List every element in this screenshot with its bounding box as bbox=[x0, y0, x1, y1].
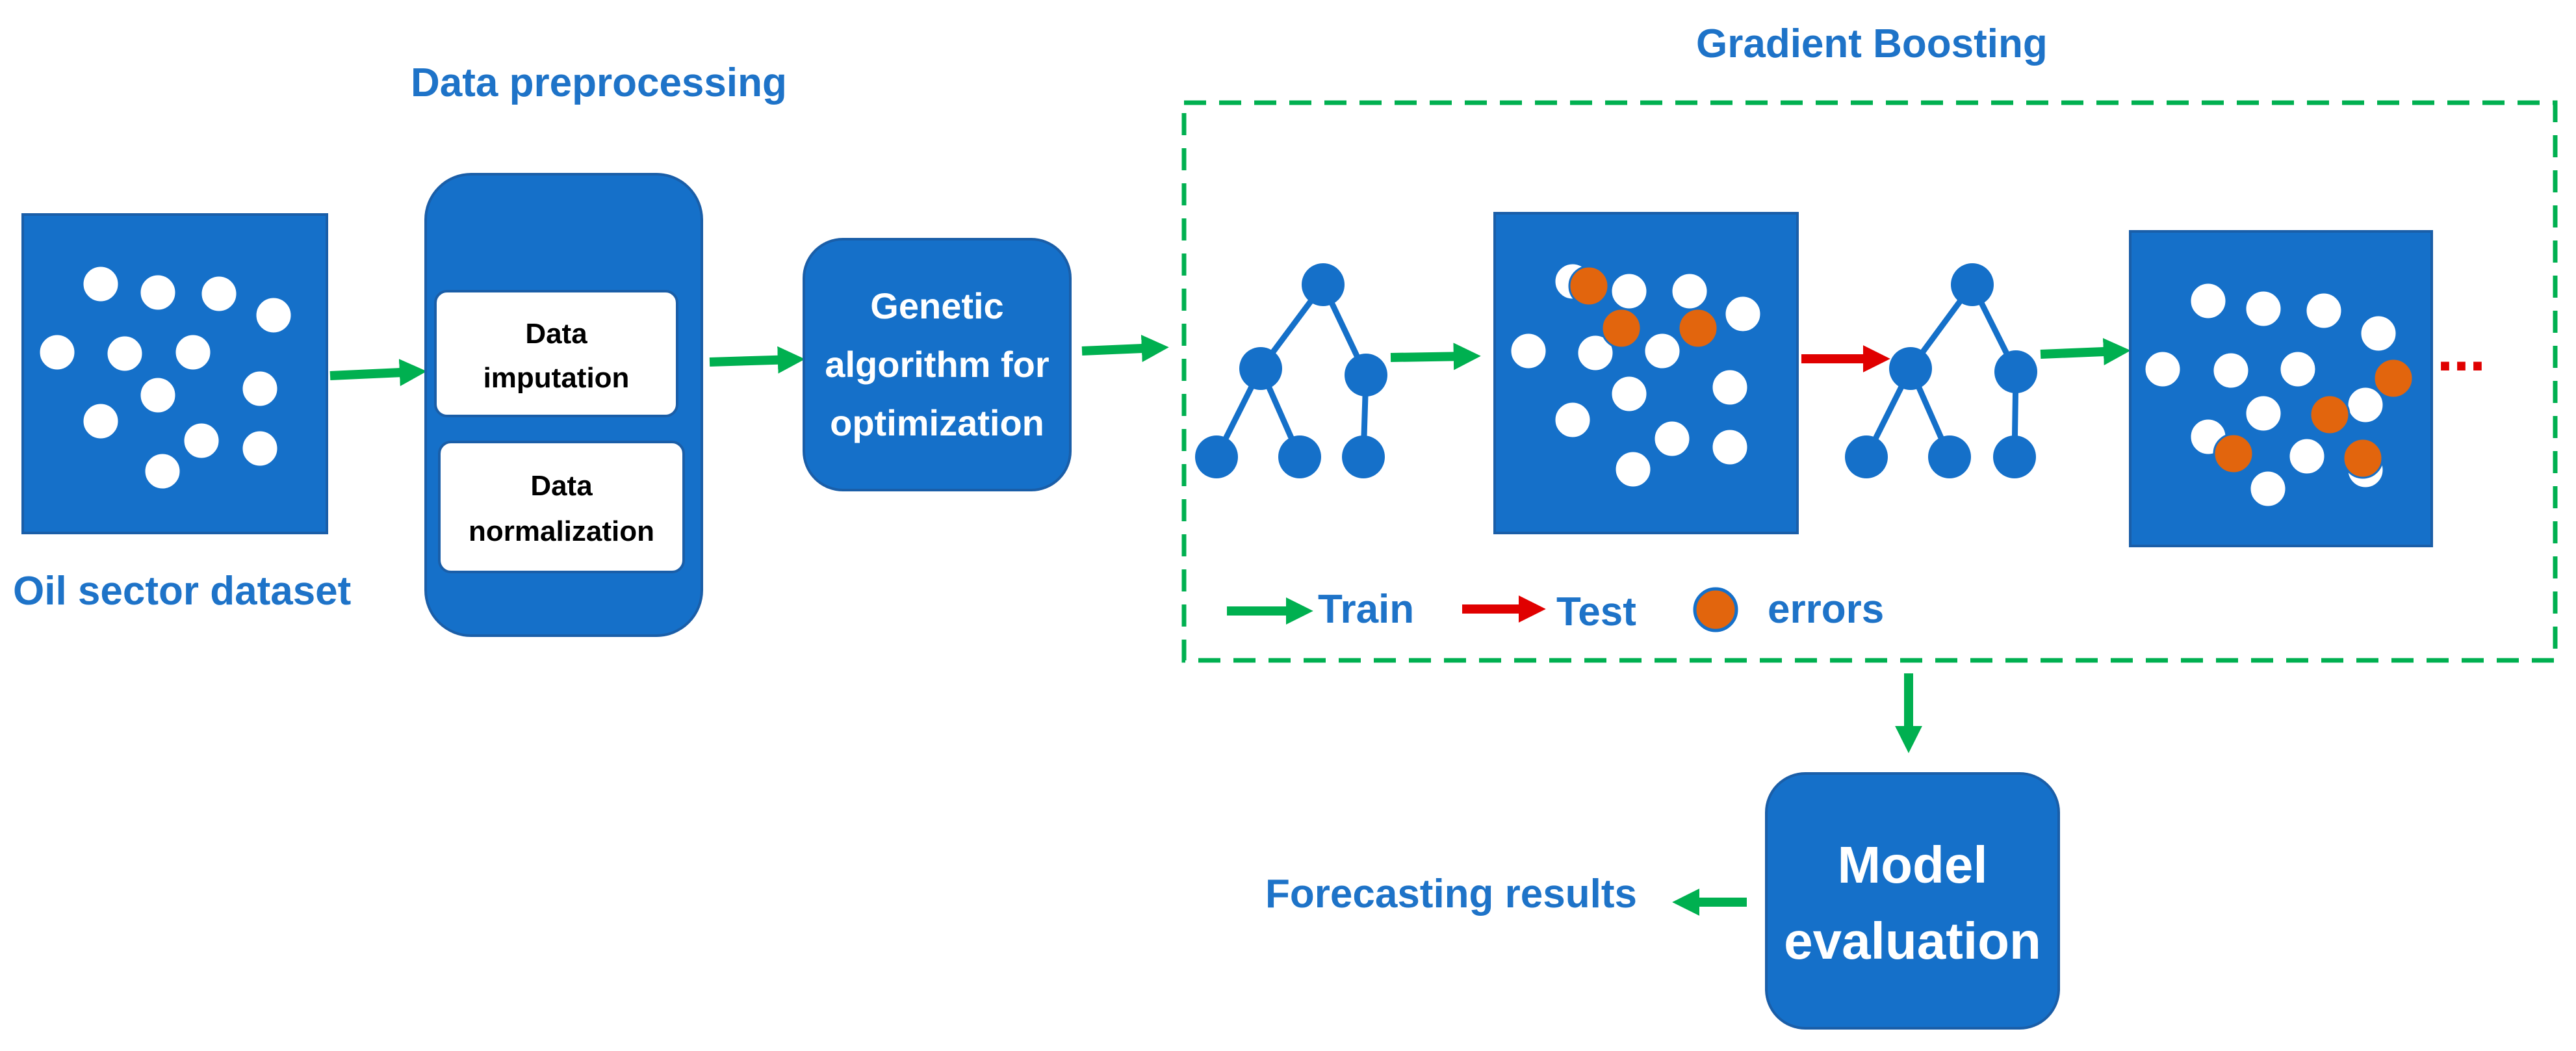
arrow-dataset-to-preprocessing bbox=[329, 359, 427, 387]
imputation-label-line1: Data bbox=[525, 318, 587, 350]
error-point bbox=[2342, 437, 2384, 479]
data-point bbox=[1653, 419, 1692, 458]
data-point bbox=[200, 274, 238, 313]
tree-node bbox=[1993, 435, 2036, 478]
data-point bbox=[240, 429, 279, 468]
data-point bbox=[38, 333, 77, 372]
boosting-title: Gradient Boosting bbox=[1696, 21, 2048, 66]
tree-node bbox=[1342, 435, 1385, 478]
data-point bbox=[1643, 331, 1682, 370]
error-point bbox=[1677, 307, 1719, 349]
tree-node bbox=[1302, 263, 1345, 306]
tree-node bbox=[1345, 354, 1387, 396]
dataset-panel bbox=[21, 213, 328, 534]
data-point bbox=[1509, 331, 1548, 370]
data-point bbox=[174, 333, 213, 372]
boosting-container bbox=[1181, 100, 2558, 663]
normalization-label-line2: normalization bbox=[469, 515, 654, 547]
tree-node bbox=[1994, 350, 2037, 393]
data-point bbox=[182, 421, 221, 460]
imputation-box bbox=[434, 290, 678, 417]
data-point bbox=[81, 402, 120, 441]
tree-node bbox=[1239, 347, 1282, 390]
normalization-label-line1: Data bbox=[530, 470, 593, 502]
data-point bbox=[138, 376, 177, 415]
dataset-points bbox=[38, 265, 293, 491]
data-point bbox=[1723, 294, 1762, 333]
genetic-label-line1: Genetic bbox=[870, 285, 1003, 326]
error-point bbox=[2309, 394, 2351, 435]
model-evaluation-box bbox=[1765, 772, 2060, 1030]
decision-tree-1 bbox=[1195, 263, 1387, 478]
legend-test-label: Test bbox=[1556, 590, 1636, 634]
data-point bbox=[2359, 314, 2398, 353]
tree-node bbox=[1889, 347, 1932, 390]
data-point bbox=[138, 273, 177, 312]
arrow-preprocessing-to-genetic bbox=[709, 346, 805, 374]
imputation-label-line2: imputation bbox=[483, 362, 630, 394]
data-point bbox=[254, 296, 293, 335]
legend-train-label: Train bbox=[1318, 587, 1414, 632]
genetic-label-line2: algorithm for bbox=[825, 344, 1049, 385]
preprocessing-title: Data preprocessing bbox=[411, 60, 787, 105]
data-point bbox=[2346, 385, 2385, 424]
tree-node bbox=[1928, 435, 1971, 478]
data-point bbox=[2287, 437, 2326, 476]
data-point bbox=[2278, 350, 2317, 389]
data-point bbox=[1610, 374, 1649, 413]
error-point bbox=[2213, 433, 2254, 474]
data-point bbox=[1670, 272, 1709, 311]
forecasting-label: Forecasting results bbox=[1265, 872, 1637, 916]
boosting-panel-1 bbox=[1493, 212, 1799, 534]
error-point bbox=[2373, 357, 2414, 399]
data-point bbox=[1710, 428, 1749, 467]
data-point bbox=[2244, 394, 2283, 433]
data-point bbox=[81, 265, 120, 304]
train-arrow-2 bbox=[2040, 338, 2131, 366]
evaluation-label-line1: Model bbox=[1837, 836, 1987, 894]
dataset-label: Oil sector dataset bbox=[13, 569, 351, 614]
data-point bbox=[240, 369, 279, 408]
continuation-dots: ... bbox=[2437, 318, 2486, 383]
tree-node bbox=[1845, 435, 1888, 478]
boosting-panel-2 bbox=[2129, 230, 2433, 547]
legend-errors-label: errors bbox=[1768, 587, 1884, 632]
error-point bbox=[1568, 265, 1610, 307]
tree-node bbox=[1951, 263, 1994, 306]
data-point bbox=[2211, 351, 2250, 390]
data-point bbox=[2248, 469, 2287, 508]
tree-node bbox=[1278, 435, 1321, 478]
data-point bbox=[1553, 400, 1592, 439]
data-point bbox=[1576, 333, 1615, 372]
evaluation-label-line2: evaluation bbox=[1784, 912, 2041, 970]
data-point bbox=[1614, 450, 1653, 489]
decision-tree-2 bbox=[1845, 263, 2037, 478]
data-point bbox=[2189, 281, 2228, 320]
data-point bbox=[2244, 289, 2283, 328]
data-point bbox=[1610, 272, 1649, 311]
genetic-label-line3: optimization bbox=[830, 402, 1044, 443]
genetic-algorithm-box bbox=[803, 238, 1072, 491]
legend: Train Test errors bbox=[1227, 587, 1884, 634]
normalization-box bbox=[438, 441, 685, 573]
data-point bbox=[2143, 350, 2182, 389]
data-point bbox=[1710, 368, 1749, 407]
legend-error-dot bbox=[1693, 587, 1738, 632]
data-point bbox=[105, 334, 144, 373]
train-arrow-1 bbox=[1390, 343, 1481, 370]
error-point bbox=[1601, 307, 1642, 349]
data-point bbox=[2304, 291, 2343, 330]
data-point bbox=[143, 452, 182, 491]
arrow-genetic-to-boosting bbox=[1081, 335, 1169, 363]
tree-node bbox=[1195, 435, 1238, 478]
